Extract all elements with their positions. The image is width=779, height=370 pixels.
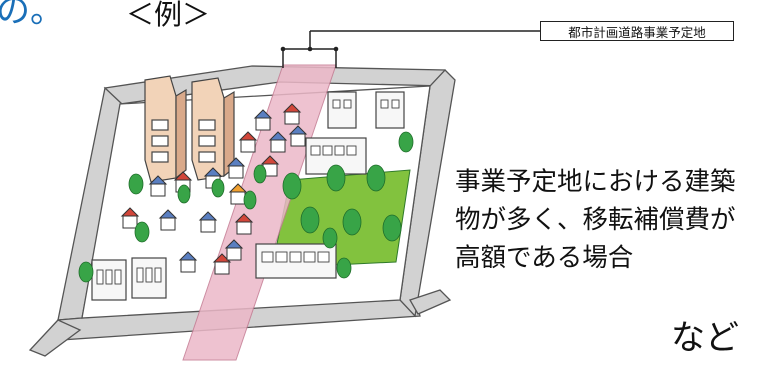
tall-buildings (144, 75, 235, 183)
callout-bracket (282, 30, 540, 68)
description-line-3: 高額である場合 (455, 243, 634, 273)
example-label: ＜例＞ (126, 0, 211, 31)
houses (120, 103, 308, 275)
description-line-2: 物が多く、移転補償費が (455, 205, 736, 235)
trees (78, 131, 414, 283)
description-line-1: 事業予定地における建築 (455, 167, 736, 197)
callout-label: 都市計画道路事業予定地 (540, 21, 734, 41)
trailing-text: など (671, 318, 739, 358)
description-text: 事業予定地における建築 物が多く、移転補償費が 高額である場合 (455, 163, 775, 277)
heading-fragment: の。 (0, 0, 64, 31)
